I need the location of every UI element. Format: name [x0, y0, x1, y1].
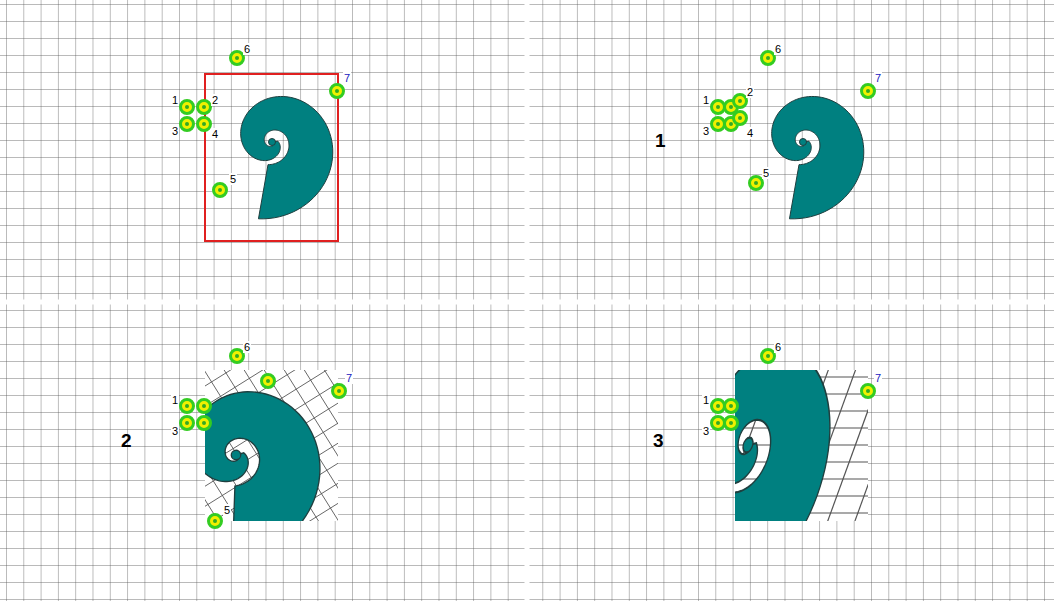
spiral-shape — [241, 96, 333, 218]
spiral-shape — [735, 370, 850, 521]
spiral-body — [205, 383, 332, 521]
spiral-core — [742, 438, 755, 453]
point-marker — [209, 515, 222, 528]
control-points — [181, 52, 875, 528]
point-marker — [734, 95, 747, 108]
point-marker — [762, 350, 775, 363]
point-marker — [262, 375, 275, 388]
panel-number: 1 — [654, 130, 667, 151]
point-marker — [181, 101, 194, 114]
callout-number: 7 — [345, 372, 353, 384]
callout-number: 5 — [229, 173, 237, 185]
point-marker — [198, 417, 211, 430]
point-marker — [331, 85, 344, 98]
point-marker — [198, 400, 211, 413]
warped-grid — [205, 370, 338, 521]
panel-number: 2 — [120, 430, 133, 451]
callout-number: 1 — [171, 394, 179, 406]
callout-number: 6 — [774, 341, 782, 353]
callout-number: 7 — [874, 72, 882, 84]
callout-number: 6 — [774, 43, 782, 55]
crop-rectangle — [205, 74, 338, 241]
callout-number: 4 — [746, 127, 754, 139]
callout-number: 3 — [702, 425, 710, 437]
callout-number: 2 — [746, 86, 754, 98]
point-marker — [725, 417, 738, 430]
point-marker — [712, 400, 725, 413]
callout-number: 6 — [243, 341, 251, 353]
point-marker — [214, 184, 227, 197]
callout-number: 1 — [702, 394, 710, 406]
spiral-shape — [205, 383, 332, 521]
point-marker — [862, 85, 875, 98]
point-marker — [712, 417, 725, 430]
callout-number: 3 — [171, 425, 179, 437]
panel-two-crop — [205, 370, 338, 521]
point-marker — [198, 101, 211, 114]
panel-one-crop — [735, 74, 868, 222]
callout-number: 7 — [343, 72, 351, 84]
spiral-original — [241, 96, 333, 218]
point-marker — [198, 118, 211, 131]
point-marker — [181, 417, 194, 430]
panel-gap — [0, 300, 1054, 305]
callout-number: 2 — [211, 94, 219, 106]
point-marker — [333, 385, 346, 398]
callout-number: 4 — [211, 128, 219, 140]
point-marker — [712, 118, 725, 131]
callout-number: 1 — [171, 94, 179, 106]
point-marker — [181, 400, 194, 413]
callout-number: 1 — [702, 94, 710, 106]
point-marker — [231, 52, 244, 65]
spiral-body — [772, 96, 864, 218]
callout-number: 3 — [171, 125, 179, 137]
point-marker — [750, 177, 763, 190]
spiral-body — [735, 370, 850, 521]
point-marker — [725, 400, 738, 413]
spiral-body — [241, 96, 333, 218]
point-marker — [734, 112, 747, 125]
callout-number: 6 — [243, 43, 251, 55]
point-marker — [181, 118, 194, 131]
panel-number: 3 — [652, 430, 665, 451]
spiral-core — [231, 450, 242, 461]
point-marker — [231, 350, 244, 363]
spiral-shape — [772, 96, 864, 218]
panel-three-crop — [735, 370, 868, 521]
spiral-core — [800, 139, 807, 146]
callout-number: 5 — [762, 167, 770, 179]
spiral-core — [269, 139, 276, 146]
callout-number: 3 — [702, 125, 710, 137]
callout-number: 5 — [223, 504, 231, 516]
callout-number: 7 — [874, 372, 882, 384]
point-marker — [762, 52, 775, 65]
warped-grid — [735, 370, 868, 521]
point-marker — [862, 385, 875, 398]
point-marker — [712, 101, 725, 114]
